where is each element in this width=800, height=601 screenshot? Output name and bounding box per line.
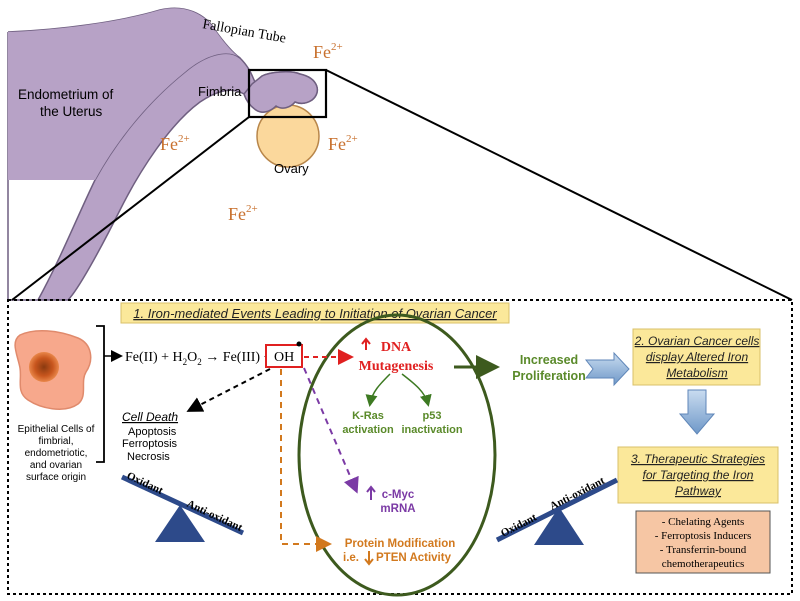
- death-type-2: Ferroptosis: [122, 438, 178, 450]
- section1-title: 1. Iron-mediated Events Leading to Initi…: [133, 306, 497, 321]
- death-type-3: Necrosis: [127, 451, 170, 463]
- section3-line1: 3. Therapeutic Strategies: [631, 452, 765, 466]
- cell-death-label: Cell Death: [122, 410, 178, 424]
- dna-label-2: Mutagenesis: [359, 359, 434, 374]
- dna-label-1: DNA: [381, 340, 412, 355]
- protein-label-2a: i.e.: [343, 552, 359, 564]
- cmyc-label-1: c-Myc: [382, 489, 415, 501]
- dna-up-arrow: [361, 337, 371, 350]
- arrow-oh-to-death: [186, 368, 271, 412]
- increased-label-1: Increased: [520, 353, 578, 367]
- fe-label-3: Fe2+: [328, 133, 358, 154]
- right-antioxidant-label: Anti-oxidant: [548, 475, 607, 513]
- uterus-top-fill: [8, 8, 240, 180]
- left-seesaw: Oxidant Anti-oxidant: [120, 470, 244, 542]
- svg-text:Fe2+: Fe2+: [160, 133, 190, 154]
- cmyc-label-2: mRNA: [380, 503, 415, 515]
- strategy-4: chemotherapeutics: [662, 558, 744, 570]
- fimbria-label: Fimbria: [198, 84, 242, 99]
- right-seesaw: Oxidant Anti-oxidant: [495, 475, 619, 545]
- cells-label-1: Epithelial Cells of: [18, 424, 95, 435]
- arrow-oh-to-protein: [280, 369, 332, 552]
- endometrium-label-2: the Uterus: [40, 104, 103, 119]
- fimbria-shape: [243, 71, 319, 113]
- oh-radical-label: OH: [274, 350, 294, 365]
- radical-dot: [296, 341, 302, 347]
- endometrium-label-1: Endometrium of: [18, 87, 114, 102]
- fe-label-2: Fe2+: [160, 133, 190, 154]
- ovary-shape: [256, 104, 320, 168]
- protein-label-1: Protein Modification: [345, 538, 456, 550]
- strategy-2: - Ferroptosis Inducers: [655, 530, 752, 542]
- strategies-box: [635, 510, 771, 574]
- cells-label-5: surface origin: [26, 472, 86, 483]
- zoom-line-left: [11, 116, 250, 301]
- arrow-dna-to-p53: [401, 373, 432, 407]
- pten-down-arrow: [364, 551, 374, 566]
- section3-line3: Pathway: [675, 484, 722, 498]
- fenton-reaction: Fe(II) + H2O2 → Fe(III) +: [125, 350, 272, 367]
- fe-label-4: Fe2+: [228, 203, 258, 224]
- epithelial-cell-icon: [14, 330, 92, 410]
- svg-text:Fe2+: Fe2+: [328, 133, 358, 154]
- increased-label-2: Proliferation: [512, 369, 586, 383]
- svg-text:Fe2+: Fe2+: [228, 203, 258, 224]
- strategy-1: - Chelating Agents: [662, 516, 745, 528]
- right-oxidant-label: Oxidant: [499, 511, 539, 539]
- mechanism-oval: [297, 313, 497, 597]
- p53-label-2: inactivation: [401, 424, 462, 436]
- cells-label-4: and ovarian: [30, 460, 82, 471]
- ovary-label: Ovary: [274, 161, 309, 176]
- left-oxidant-label: Oxidant: [125, 470, 165, 497]
- anatomy-illustration: Fallopian Tube Endometrium of the Uterus…: [7, 7, 793, 301]
- protein-label-2b: PTEN Activity: [376, 552, 452, 564]
- section2-line3: Metabolism: [666, 366, 727, 380]
- section2-box: [632, 328, 761, 386]
- arrow-dna-to-kras: [365, 373, 391, 407]
- fe-label-1: Fe2+: [313, 41, 343, 62]
- cmyc-up-arrow: [366, 485, 376, 500]
- oh-radical-box: [265, 344, 303, 368]
- zoom-box: [247, 68, 328, 119]
- death-type-1: Apoptosis: [128, 426, 177, 438]
- blue-arrow-down: [678, 389, 716, 435]
- section2-line2: display Altered Iron: [646, 350, 749, 364]
- section2-line1: 2. Ovarian Cancer cells: [634, 334, 760, 348]
- section3-box: [617, 446, 779, 504]
- cells-label-2: fimbrial,: [38, 436, 73, 447]
- zoom-line-right: [325, 69, 793, 301]
- kras-label-1: K-Ras: [352, 410, 384, 422]
- blue-arrow-right: [584, 351, 630, 387]
- svg-text:Fe2+: Fe2+: [313, 41, 343, 62]
- section3-line2: for Targeting the Iron: [643, 468, 754, 482]
- cells-bracket: [96, 325, 105, 463]
- kras-label-2: activation: [342, 424, 394, 436]
- strategy-3: - Transferrin-bound: [660, 544, 747, 556]
- cells-label-3: endometriotic,: [25, 448, 88, 459]
- arrow-oh-to-cmyc: [303, 367, 359, 494]
- p53-label-1: p53: [423, 410, 442, 422]
